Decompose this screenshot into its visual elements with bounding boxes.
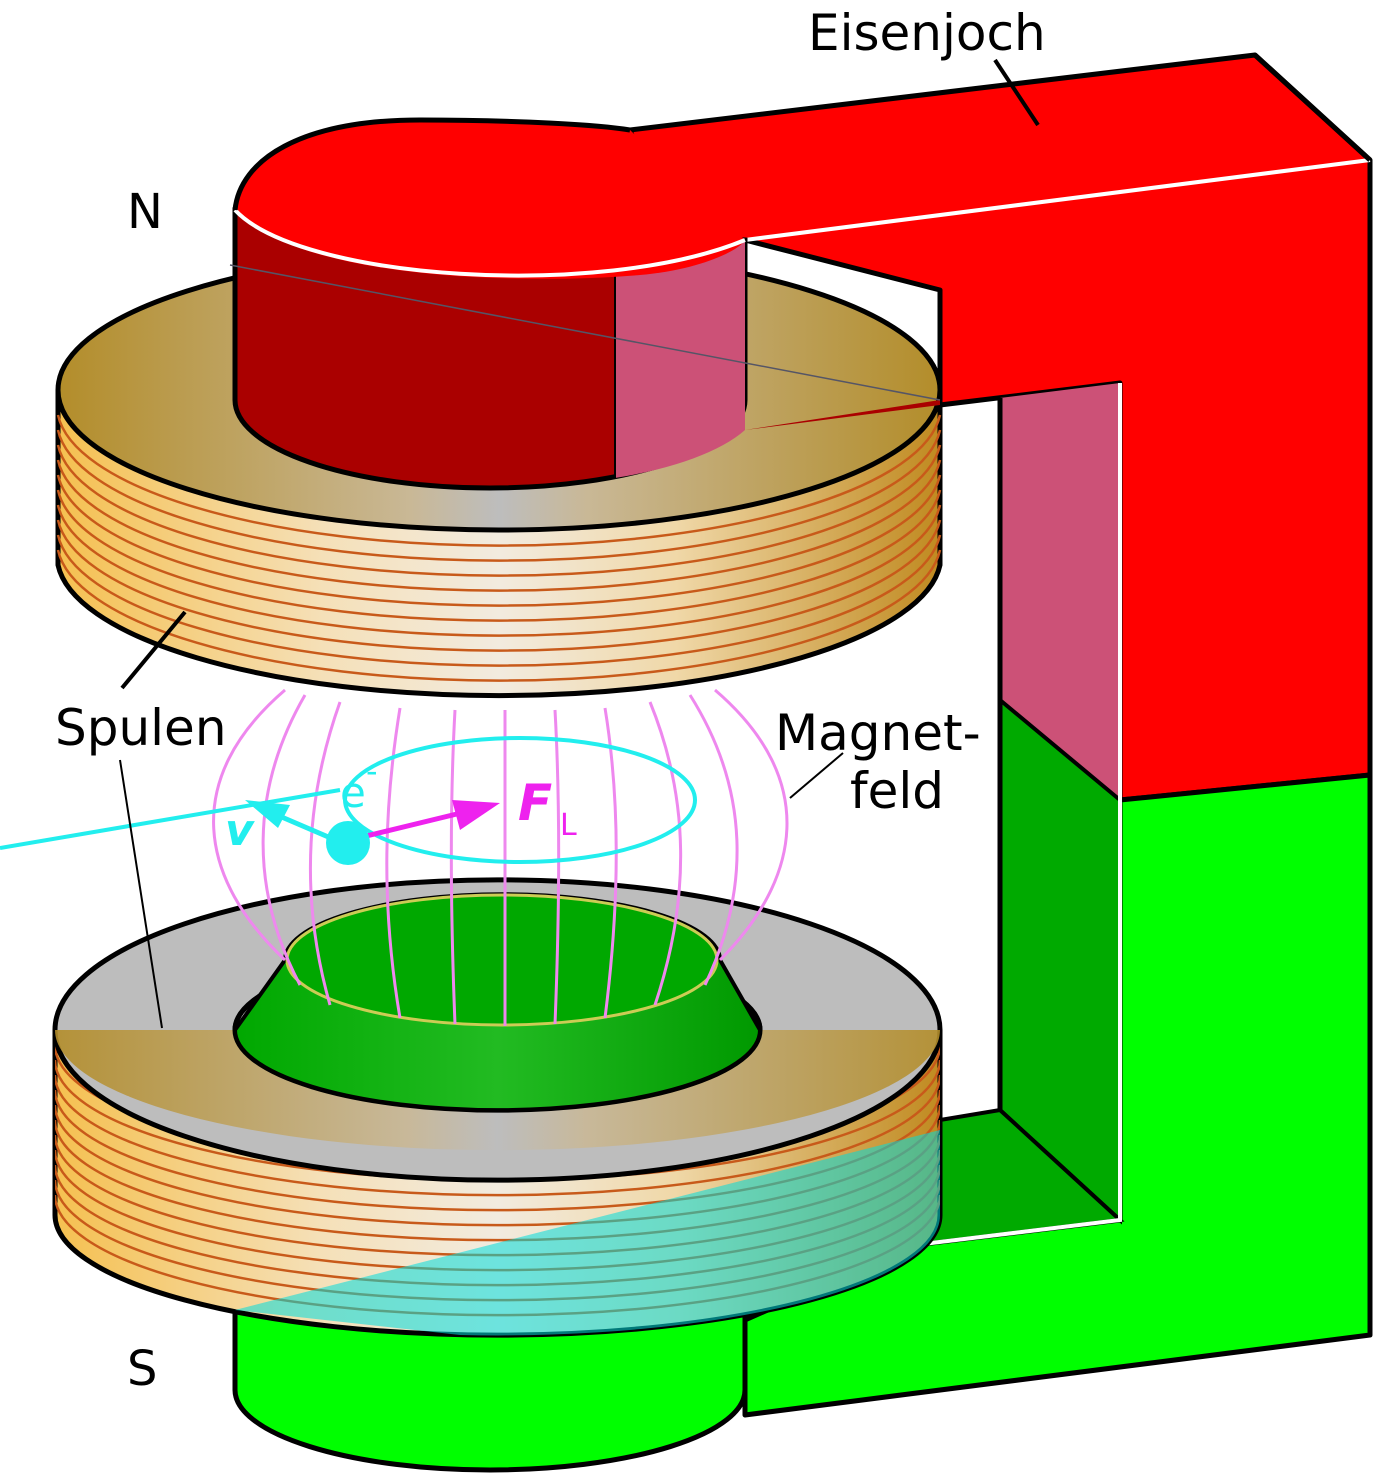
force-subscript-label: L [560, 808, 577, 843]
magnetic-field-lines [212, 688, 789, 1026]
upper-coil-windings [56, 414, 942, 682]
electron-path [0, 736, 697, 864]
coils-label: Spulen [55, 699, 227, 757]
velocity-label: v [225, 805, 255, 856]
field-label-line1: Magnet- [775, 704, 981, 762]
electron-label: e [340, 768, 366, 817]
leader-lines [119, 58, 1040, 1029]
beam-region [235, 1130, 941, 1336]
south-pole-base [232, 1307, 748, 1473]
force-label: F [518, 774, 552, 832]
electron-dot [326, 821, 370, 865]
yoke-label: Eisenjoch [808, 4, 1046, 62]
velocity-arrow [245, 800, 341, 845]
south-pole-label: S [127, 1341, 157, 1397]
north-pole [229, 117, 941, 491]
yoke-inner-face-red [1000, 383, 1120, 800]
north-pole-label: N [127, 184, 163, 240]
electron-charge-label: - [366, 752, 378, 790]
lorentz-force-arrow [349, 800, 500, 843]
field-label-line2: feld [850, 762, 944, 820]
